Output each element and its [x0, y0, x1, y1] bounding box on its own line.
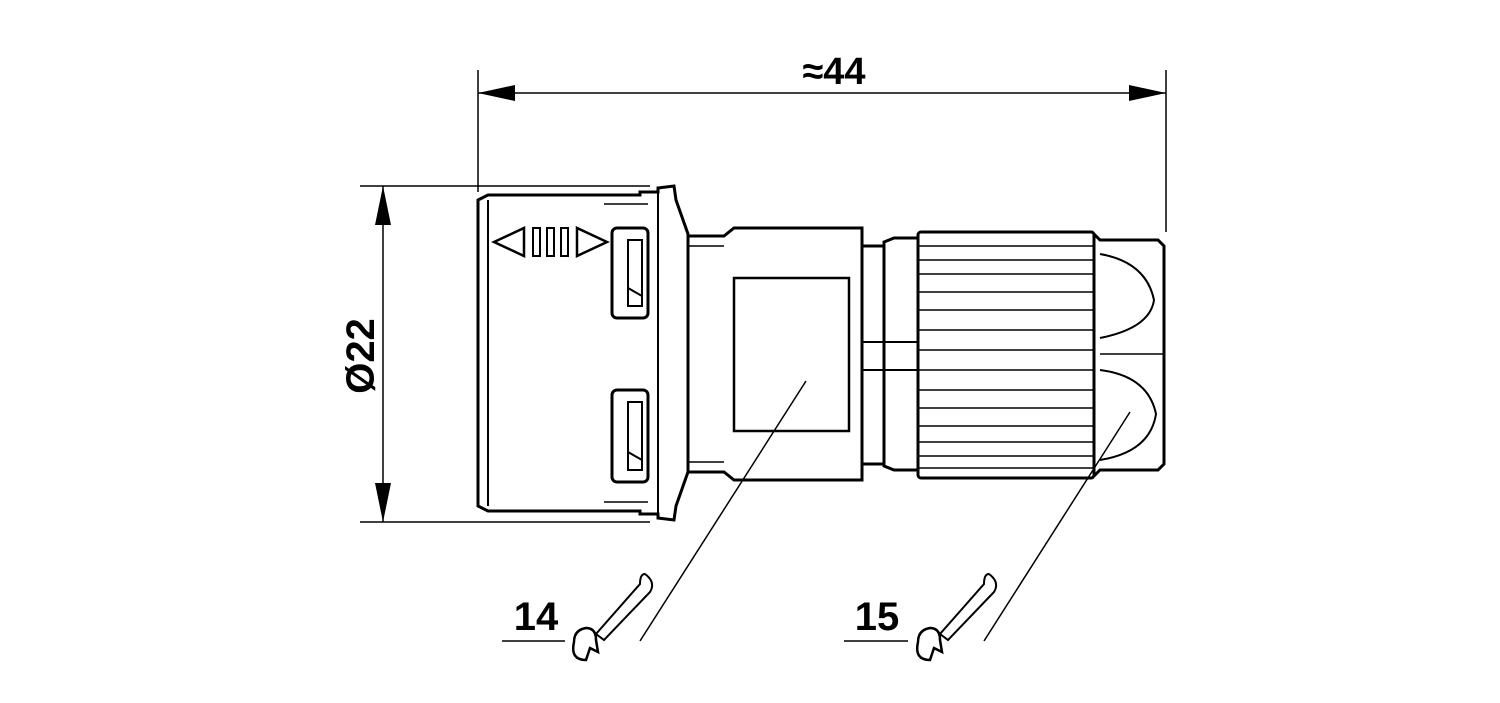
direction-marking — [491, 226, 610, 258]
length-label: ≈44 — [802, 51, 865, 93]
wrench-icon — [916, 572, 998, 662]
arrowhead-left — [478, 85, 515, 101]
wrench-icon — [572, 572, 654, 662]
callout-label-14: 14 — [514, 595, 559, 639]
callout-label-15: 15 — [855, 595, 900, 639]
arrowhead-bottom — [375, 483, 391, 522]
callout-14: 14 — [502, 380, 807, 662]
diameter-label: Ø22 — [339, 318, 383, 394]
callout-15: 15 — [844, 411, 1131, 662]
upper-latch-window — [610, 226, 650, 320]
lower-latch-window — [610, 388, 650, 484]
diameter-dimension: Ø22 — [339, 185, 650, 523]
neck — [860, 236, 920, 472]
knurled-nut — [916, 230, 1096, 480]
knurling — [918, 245, 1094, 469]
arrowhead-top — [375, 186, 391, 225]
label-field — [732, 276, 851, 433]
hex-nut — [1092, 230, 1166, 480]
front-housing — [476, 184, 690, 522]
arrowhead-right — [1129, 85, 1166, 101]
connector-body — [476, 184, 1166, 522]
length-dimension: ≈44 — [477, 51, 1167, 232]
middle-body — [686, 226, 864, 482]
